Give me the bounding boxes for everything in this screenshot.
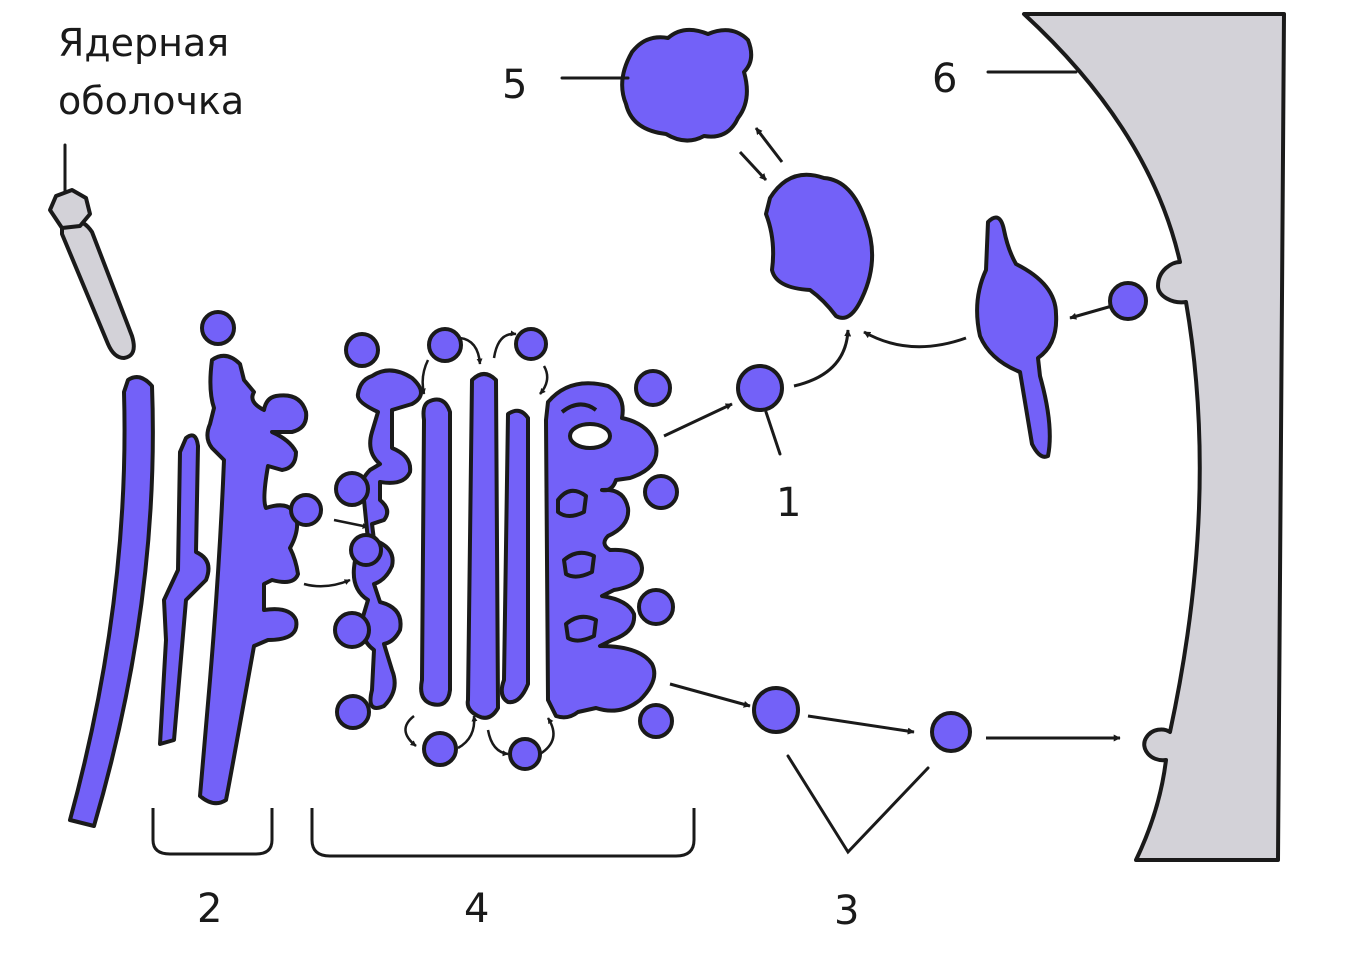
golgi-apparatus [351,368,659,720]
golgi-vesicles [333,327,679,771]
nuclear-envelope [48,188,136,360]
bracket-4 [310,808,696,858]
rough-er [68,310,323,828]
golgi-vesicle-arrows [303,330,555,757]
label-1-leader [764,410,782,456]
cell-wall [1022,12,1286,862]
lysosome [620,27,754,143]
nuclear-envelope-label-line1: Ядерная [58,21,229,65]
endocytic-vesicle [975,215,1059,459]
label-4: 4 [464,886,489,932]
label-3: 3 [834,888,859,934]
secretory-vesicles [736,281,1148,753]
label-6: 6 [932,56,957,102]
nuclear-envelope-label-line2: оболочка [58,79,244,123]
label-5: 5 [502,62,527,108]
label-1: 1 [776,480,801,526]
pathway-arrows [663,127,1121,742]
label-2: 2 [197,886,222,932]
bracket-2 [151,808,274,856]
label-3-leader [786,754,930,855]
endosome [764,172,875,320]
